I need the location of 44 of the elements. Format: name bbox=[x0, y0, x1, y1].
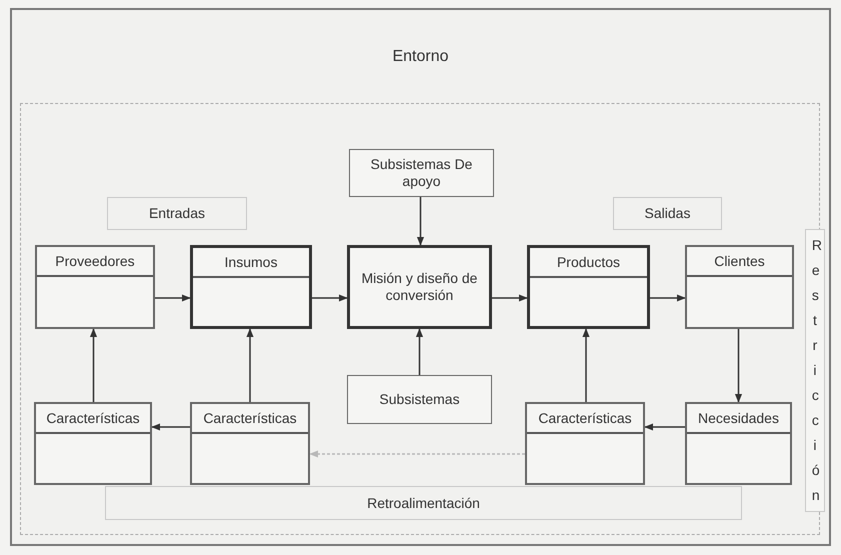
restriction-band bbox=[805, 229, 825, 512]
arrow bbox=[644, 423, 685, 431]
class-title: Productos bbox=[556, 254, 620, 270]
arrow bbox=[312, 294, 348, 302]
arrow bbox=[650, 294, 686, 302]
process-box bbox=[349, 149, 494, 197]
arrow bbox=[416, 328, 424, 375]
class-box bbox=[525, 402, 645, 485]
class-title: Insumos bbox=[224, 254, 278, 270]
class-box bbox=[527, 245, 650, 329]
environment-frame bbox=[10, 8, 831, 546]
class-title: Características bbox=[46, 410, 140, 426]
arrow bbox=[309, 450, 525, 458]
section-label: Entradas bbox=[148, 205, 206, 222]
arrow bbox=[155, 294, 191, 302]
process-box bbox=[347, 245, 492, 329]
class-box bbox=[35, 245, 155, 329]
arrow bbox=[492, 294, 528, 302]
class-title: Proveedores bbox=[55, 252, 135, 270]
section-label: Salidas bbox=[644, 205, 692, 222]
arrow bbox=[246, 328, 254, 402]
class-box bbox=[34, 402, 152, 485]
box-label: Subsistemas bbox=[378, 391, 461, 408]
class-box bbox=[190, 245, 312, 329]
arrow bbox=[582, 328, 590, 402]
section-label: Retroalimentación bbox=[366, 494, 481, 512]
label-band bbox=[105, 486, 742, 520]
arrow bbox=[416, 197, 424, 246]
label-band bbox=[107, 197, 247, 230]
process-box bbox=[347, 375, 492, 424]
class-title: Características bbox=[203, 410, 297, 426]
box-label: Subsistemas De apoyo bbox=[370, 156, 474, 190]
arrow bbox=[151, 423, 190, 431]
environment-title: Entorno bbox=[391, 48, 450, 66]
class-title: Necesidades bbox=[698, 410, 779, 426]
class-box bbox=[685, 245, 794, 329]
class-box bbox=[685, 402, 792, 485]
box-label: Misión y diseño de conversión bbox=[360, 270, 478, 304]
class-box bbox=[190, 402, 310, 485]
class-title: Características bbox=[538, 410, 632, 426]
class-title: Clientes bbox=[714, 252, 765, 270]
arrow bbox=[90, 328, 98, 402]
arrow bbox=[734, 329, 742, 403]
label-band bbox=[613, 197, 722, 230]
